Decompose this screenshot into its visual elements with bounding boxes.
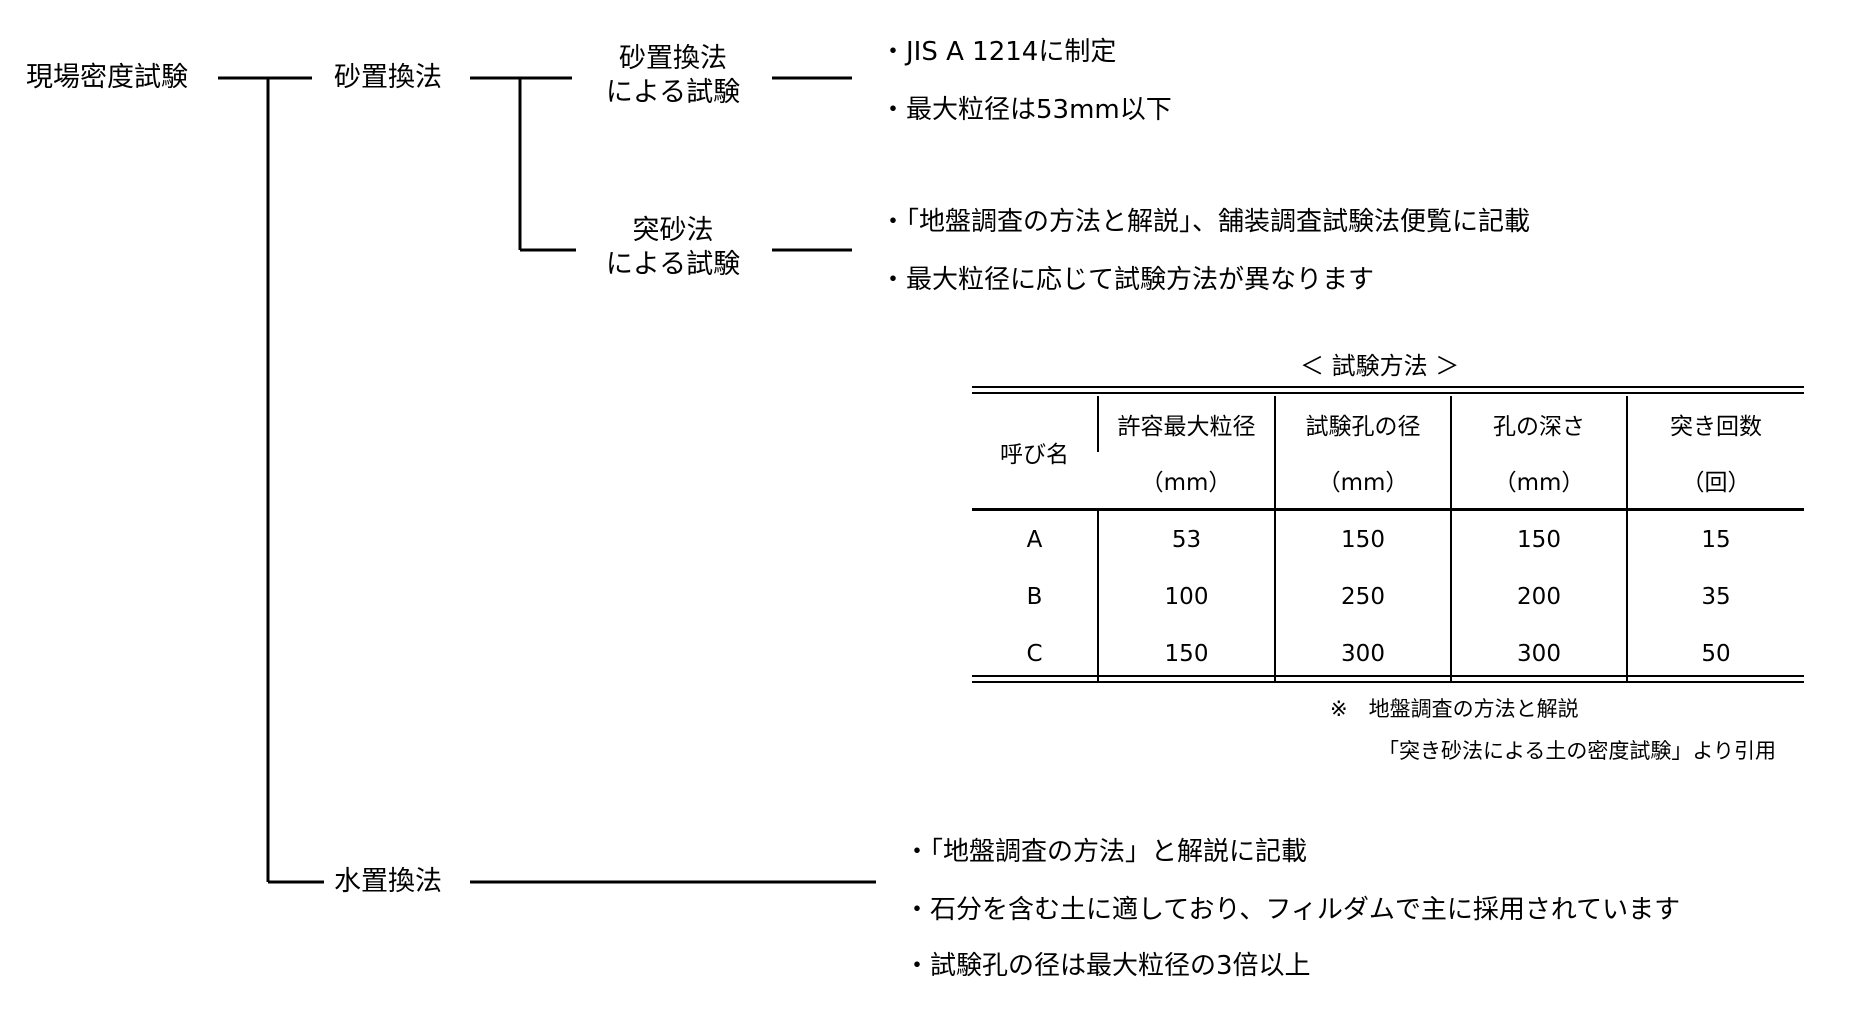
note-water-2: ・石分を含む土に適しており、フィルダムで主に採用されています [904, 895, 1681, 925]
note-water-1: ・「地盤調査の方法」と解説に記載 [904, 837, 1308, 867]
header-name: 呼び名 [972, 396, 1098, 511]
table-footnote-1: ※ 地盤調査の方法と解説 [1330, 697, 1579, 721]
cell: 300 [1274, 625, 1451, 682]
cell: 250 [1274, 568, 1451, 625]
cell: A [1026, 526, 1043, 553]
table-row: C 150 300 300 50 [972, 625, 1804, 682]
sand-method-2-line1: 突砂法 [632, 215, 714, 246]
cell: C [1026, 640, 1043, 667]
table-row: A 53 150 150 15 [972, 509, 1804, 568]
unit-hole-diameter: （mm） [1274, 452, 1451, 511]
cell: 200 [1450, 568, 1627, 625]
header-hole-depth: 孔の深さ [1450, 396, 1627, 452]
unit-tamping-count: （回） [1626, 452, 1804, 511]
table-footnote-2: 「突き砂法による土の密度試験」より引用 [1378, 739, 1776, 763]
unit-hole-depth: （mm） [1450, 452, 1627, 511]
cell: 150 [1450, 509, 1627, 568]
cell: 100 [1097, 568, 1275, 625]
cell: 300 [1450, 625, 1627, 682]
note-method1-1: ・JIS A 1214に制定 [880, 37, 1117, 67]
sand-method-1-line1: 砂置換法 [619, 43, 727, 74]
header-hole-diameter: 試験孔の径 [1274, 396, 1451, 452]
cell: 15 [1626, 509, 1804, 568]
note-method1-2: ・最大粒径は53mm以下 [880, 95, 1172, 125]
cell: 150 [1097, 625, 1275, 682]
table-top-rule-1 [972, 386, 1804, 388]
cell: 50 [1626, 625, 1804, 682]
cell: B [1026, 583, 1043, 610]
sand-method-1-node: 砂置換法 による試験 [592, 42, 754, 110]
water-replacement-node: 水置換法 [334, 866, 442, 897]
note-method2-2: ・最大粒径に応じて試験方法が異なります [880, 265, 1375, 295]
sand-method-2-line2: による試験 [605, 249, 741, 280]
sand-replacement-node: 砂置換法 [334, 62, 442, 93]
table-title: ＜ 試験方法 ＞ [1300, 352, 1460, 380]
note-water-3: ・試験孔の径は最大粒径の3倍以上 [904, 951, 1311, 981]
test-method-table: 呼び名 許容最大粒径 試験孔の径 孔の深さ 突き回数 （mm） （mm） （mm… [972, 396, 1804, 682]
cell: 150 [1274, 509, 1451, 568]
table-top-rule-2 [972, 392, 1804, 394]
header-tamping-count: 突き回数 [1626, 396, 1804, 452]
sand-method-1-line2: による試験 [605, 77, 741, 108]
table-bottom-rule-1 [972, 675, 1804, 677]
cell: 35 [1626, 568, 1804, 625]
header-max-grain: 許容最大粒径 [1097, 396, 1275, 452]
sand-method-2-node: 突砂法 による試験 [592, 214, 754, 282]
cell: 53 [1097, 509, 1275, 568]
root-node: 現場密度試験 [26, 62, 188, 93]
table-header-row: 呼び名 許容最大粒径 試験孔の径 孔の深さ 突き回数 [972, 396, 1804, 511]
table-unit-row: （mm） （mm） （mm） （回） [972, 452, 1804, 511]
table-bottom-rule-2 [972, 681, 1804, 683]
unit-max-grain: （mm） [1098, 452, 1275, 511]
table-row: B 100 250 200 35 [972, 568, 1804, 625]
note-method2-1: ・「地盤調査の方法と解説」、舗装調査試験法便覧に記載 [880, 207, 1531, 237]
